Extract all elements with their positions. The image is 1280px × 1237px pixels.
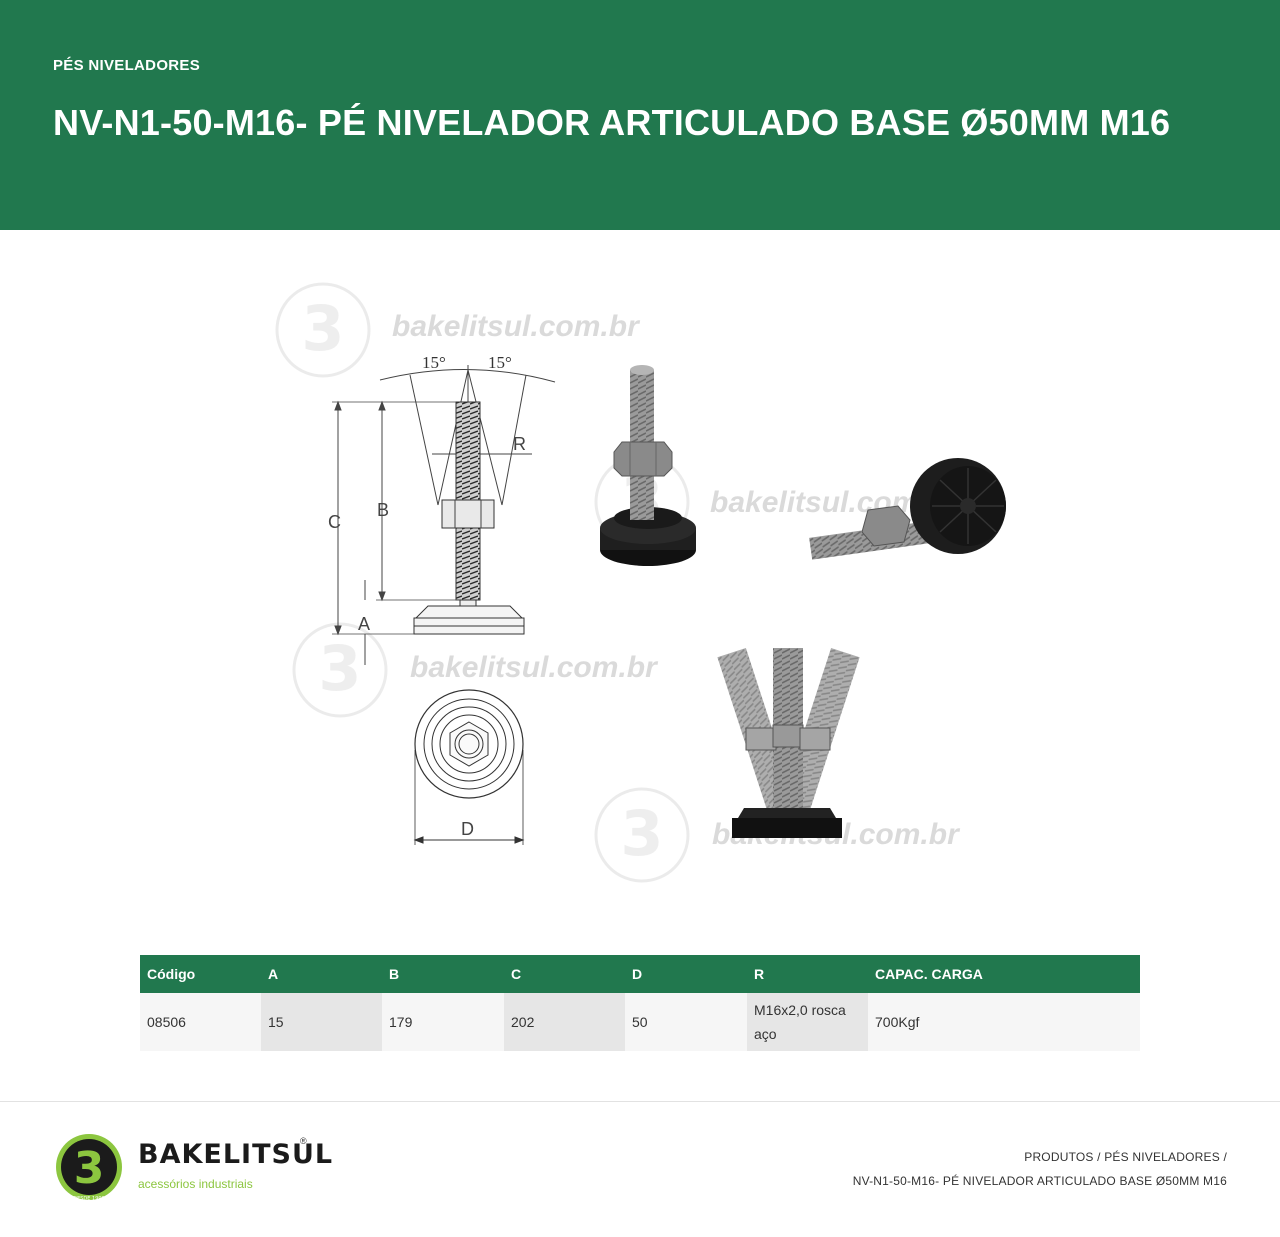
category-label[interactable]: PÉS NIVELADORES xyxy=(53,57,201,74)
breadcrumb: PRODUTOS / PÉS NIVELADORES / NV-N1-50-M1… xyxy=(853,1145,1227,1193)
product-render-articulation xyxy=(717,648,860,838)
specifications-table: Código A B C D R CAPAC. CARGA 08506 15 1… xyxy=(140,955,1140,1051)
column-header-a: A xyxy=(261,955,382,993)
watermark-logo: 3 xyxy=(292,622,388,718)
svg-text:3: 3 xyxy=(301,292,344,365)
page-header: PÉS NIVELADORES NV-N1-50-M16- PÉ NIVELAD… xyxy=(0,0,1280,230)
registered-mark: ® xyxy=(300,1136,307,1146)
column-header-c: C xyxy=(504,955,625,993)
dimension-label-b: B xyxy=(377,500,389,520)
table-header-row: Código A B C D R CAPAC. CARGA xyxy=(140,955,1140,993)
angle-label-right: 15° xyxy=(488,353,512,372)
cell-capacidade: 700Kgf xyxy=(868,993,1140,1051)
table-row: 08506 15 179 202 50 M16x2,0 rosca aço 70… xyxy=(140,993,1140,1051)
watermark-text: bakelitsul.com.br xyxy=(392,310,641,343)
watermark-logo: 3 xyxy=(594,787,690,883)
dimension-label-a: A xyxy=(358,614,370,634)
angle-label-left: 15° xyxy=(422,353,446,372)
product-render-lying xyxy=(809,458,1006,560)
product-render-upright xyxy=(600,365,696,566)
svg-text:3: 3 xyxy=(620,797,663,870)
cell-r: M16x2,0 rosca aço xyxy=(747,993,868,1051)
breadcrumb-current: NV-N1-50-M16- PÉ NIVELADOR ARTICULADO BA… xyxy=(852,1174,1227,1188)
dimension-label-r: R xyxy=(513,434,526,454)
breadcrumb-path[interactable]: PRODUTOS / PÉS NIVELADORES / xyxy=(1024,1150,1227,1164)
column-header-r: R xyxy=(747,955,868,993)
brand-logo[interactable]: 3 DESDE 1999 BAKELITSUL ® acessórios ind… xyxy=(55,1131,332,1203)
cell-b: 179 xyxy=(382,993,504,1051)
top-view-drawing xyxy=(413,689,525,845)
footer-divider xyxy=(0,1101,1280,1102)
column-header-codigo: Código xyxy=(140,955,261,993)
svg-text:DESDE 1999: DESDE 1999 xyxy=(73,1196,105,1202)
column-header-capacidade: CAPAC. CARGA xyxy=(868,955,1140,993)
cell-codigo: 08506 xyxy=(140,993,261,1051)
brand-wordmark: BAKELITSUL xyxy=(138,1139,334,1170)
dimension-label-d: D xyxy=(461,819,474,839)
logo-mark-icon: 3 DESDE 1999 xyxy=(56,1134,122,1202)
svg-text:3: 3 xyxy=(74,1143,105,1194)
brand-tagline: acessórios industriais xyxy=(138,1177,253,1191)
cell-a: 15 xyxy=(261,993,382,1051)
column-header-b: B xyxy=(382,955,504,993)
cell-c: 202 xyxy=(504,993,625,1051)
svg-text:3: 3 xyxy=(318,632,361,705)
page-title: NV-N1-50-M16- PÉ NIVELADOR ARTICULADO BA… xyxy=(53,102,1171,143)
dimension-label-c: C xyxy=(328,512,341,532)
column-header-d: D xyxy=(625,955,747,993)
cell-d: 50 xyxy=(625,993,747,1051)
watermark-logo: 3 xyxy=(275,282,371,378)
product-technical-drawing[interactable]: 3 3 3 3 bakelitsul.com.br bakelitsul.com… xyxy=(270,270,1030,890)
side-elevation-drawing xyxy=(332,365,556,665)
watermark-text: bakelitsul.com.br xyxy=(410,651,659,684)
